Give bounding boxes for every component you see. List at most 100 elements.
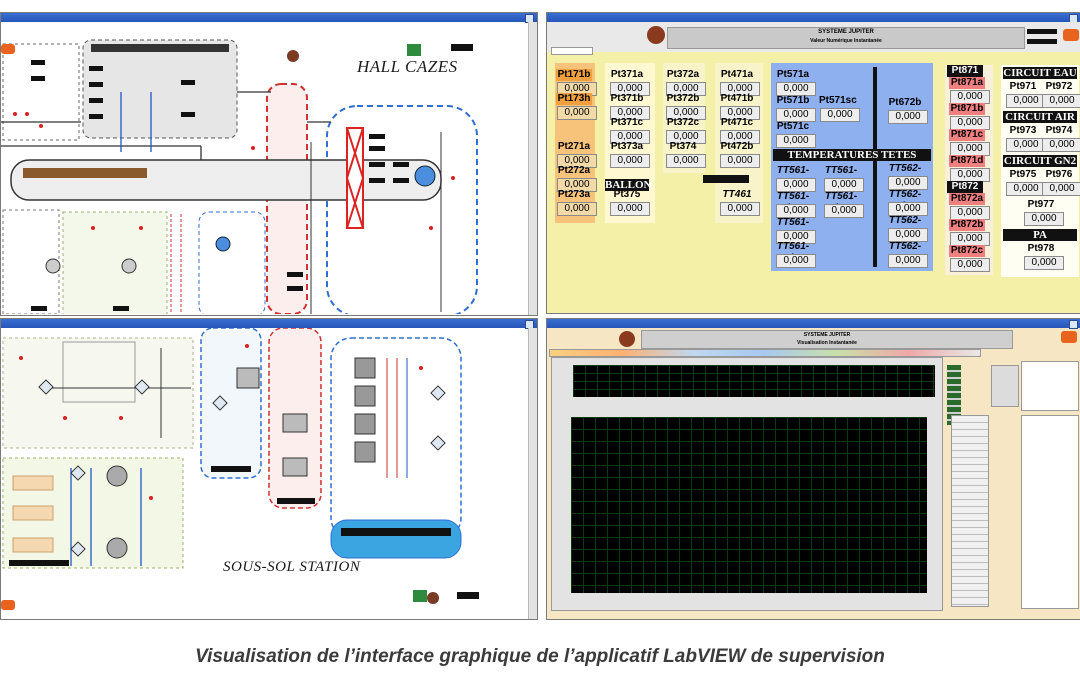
indicator-label: Pt871c (949, 129, 985, 141)
indicator-value: 0,000 (950, 168, 990, 182)
indicator-label: Pt976 (1045, 169, 1073, 180)
graph-header-title: SYSTEME JUPITER (803, 332, 851, 338)
indicator-label: Pt978 (1027, 243, 1055, 254)
indicator-value: 0,000 (610, 82, 650, 96)
indicator-label: Pt371c (610, 117, 644, 128)
indicator-label: Pt372c (666, 117, 700, 128)
indicator-value: 0,000 (610, 154, 650, 168)
sous-sol-window[interactable]: SOUS-SOL STATION (0, 318, 538, 620)
numeric-values-window[interactable]: SYSTEME JUPITER Valeur Numérique Instant… (546, 12, 1080, 314)
indicator-label: Pt372a (666, 69, 700, 80)
indicator-label: Pt977 (1027, 199, 1055, 210)
indicator-label: Pt571c (776, 121, 810, 132)
indicator-value: 0,000 (888, 228, 928, 242)
divider (873, 67, 877, 267)
sous-sol-vertical-scrollbar[interactable] (528, 328, 537, 619)
sous-sol-window-titlebar[interactable] (1, 319, 537, 329)
indicator-label: Pt971 (1009, 81, 1037, 92)
hall-window-titlebar[interactable] (1, 13, 537, 23)
indicator-value: 0,000 (820, 108, 860, 122)
channel-list-top[interactable] (1021, 361, 1079, 411)
section-title: CIRCUIT GN2 (1003, 155, 1077, 167)
graph-brand-logo-icon (1061, 331, 1077, 343)
indicator-value: 0,000 (1006, 182, 1046, 196)
indicator-label: Pt571b (776, 95, 810, 106)
indicator-label: TT561-b2 (824, 191, 858, 214)
indicator-label: Pt471b (720, 93, 754, 104)
small-plot (573, 365, 935, 397)
sous-sol-synoptic-diagram (1, 328, 479, 610)
graph-window[interactable]: SYSTEME JUPITER Visualisation Instantané… (546, 318, 1080, 620)
indicator-value: 0,000 (610, 130, 650, 144)
indicator-label: TT562-a (888, 163, 922, 186)
header-title: SYSTEME JUPITER (818, 29, 874, 35)
legend-box (991, 365, 1019, 407)
indicator-label: Pt273a (557, 189, 591, 200)
indicator-value: 0,000 (1042, 94, 1080, 108)
indicator-label: TT561-c1 (776, 217, 810, 240)
indicator-label: Pt471a (720, 69, 754, 80)
indicator-value: 0,000 (776, 204, 816, 218)
channel-list-bottom[interactable] (1021, 415, 1079, 609)
indicator-label: Pt571a (776, 69, 810, 80)
header-subtitle: Valeur Numérique Instantanée (810, 38, 882, 44)
indicator-label: Pt973 (1009, 125, 1037, 136)
graph-header-subtitle: Visualisation Instantanée (797, 340, 857, 346)
indicator-value: 0,000 (950, 142, 990, 156)
indicator-value: 0,000 (666, 82, 706, 96)
indicator-value: 0,000 (666, 106, 706, 120)
indicator-label: Pt372b (666, 93, 700, 104)
section-title: BALLON (605, 179, 652, 191)
indicator-value: 0,000 (557, 202, 597, 216)
graph-window-titlebar[interactable] (547, 319, 1080, 329)
indicator-value: 0,000 (776, 108, 816, 122)
indicator-value: 0,000 (610, 106, 650, 120)
indicator-label: Pt871d (949, 155, 985, 167)
indicator-value: 0,000 (950, 232, 990, 246)
indicator-value: 0,000 (720, 130, 760, 144)
indicator-label: Pt571sc (819, 95, 857, 106)
indicator-value: 0,000 (824, 178, 864, 192)
figure-caption: Visualisation de l’interface graphique d… (195, 646, 885, 667)
indicator-value: 0,000 (776, 178, 816, 192)
indicator-label: Pt375 (613, 189, 641, 200)
indicator-value: 0,000 (720, 154, 760, 168)
indicator-label: TT561-a2 (824, 165, 858, 188)
numeric-tab[interactable] (551, 47, 593, 55)
indicator-value: 0,000 (557, 154, 597, 168)
section-title: CIRCUIT AIR (1003, 111, 1077, 123)
indicator-label: TT562-c (888, 215, 922, 238)
indicator-label: Pt871 (947, 65, 983, 77)
indicator-value: 0,000 (888, 202, 928, 216)
sous-sol-station-label: SOUS-SOL STATION (223, 559, 361, 575)
hall-synoptic-diagram (1, 39, 478, 314)
hall-vertical-scrollbar[interactable] (528, 22, 537, 315)
indicator-column (947, 365, 961, 425)
indicator-label: Pt872b (949, 219, 985, 231)
indicator-value: 0,000 (666, 154, 706, 168)
close-icon[interactable] (1069, 320, 1078, 329)
hall-cazes-window[interactable]: HALL CAZES (0, 12, 538, 316)
indicator-label: TT561-b1 (776, 191, 810, 214)
indicator-value: 0,000 (720, 202, 760, 216)
indicator-value: 0,000 (1024, 212, 1064, 226)
divider (703, 175, 749, 183)
indicator-value: 0,000 (888, 254, 928, 268)
hall-cazes-label: HALL CAZES (357, 57, 458, 76)
indicator-value: 0,000 (950, 206, 990, 220)
indicator-label: Pt371a (610, 69, 644, 80)
indicator-value: 0,000 (610, 202, 650, 216)
main-plot (571, 417, 927, 593)
indicator-label: TT561-d1 (776, 241, 810, 264)
indicator-value: 0,000 (776, 254, 816, 268)
indicator-value: 0,000 (720, 106, 760, 120)
indicator-label: Pt872 (947, 181, 983, 193)
numeric-window-titlebar[interactable] (547, 13, 1080, 23)
graph-tab-strip[interactable] (549, 349, 981, 357)
indicator-value: 0,000 (720, 82, 760, 96)
indicator-label: TT562-a (888, 241, 922, 264)
indicator-value: 0,000 (1042, 138, 1080, 152)
indicator-label: TT561-a1 (776, 165, 810, 188)
indicator-label: Pt373a (610, 141, 644, 152)
indicator-value: 0,000 (950, 258, 990, 272)
